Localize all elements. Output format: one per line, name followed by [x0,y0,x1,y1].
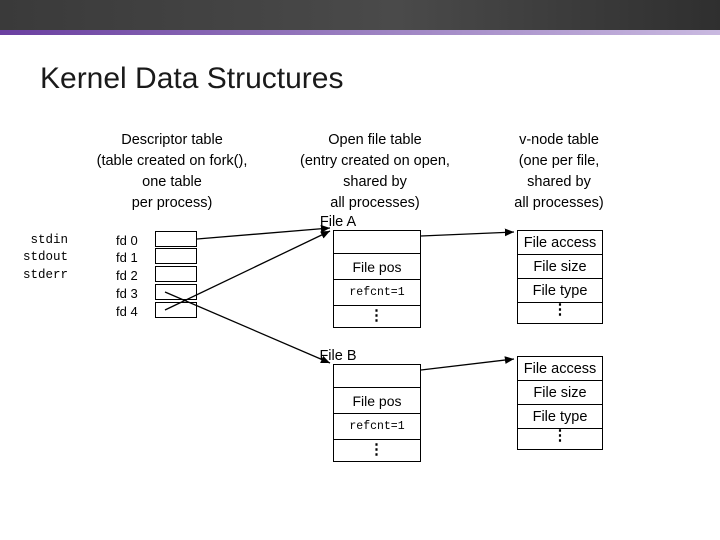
heading-vnode-line4: all processes) [514,195,604,211]
heading-openfile-line1: Open file table [328,132,422,148]
heading-descriptor-line2: (table created on fork(), [96,153,248,169]
heading-vnode-line1: v-node table [519,132,599,148]
arrow-file-a-to-vnode-1 [420,228,515,237]
vnode-1-row-size: File size [518,255,602,279]
heading-descriptor-line3: one table [142,174,202,190]
descriptor-box-fd4 [155,302,197,318]
vnode-2-row-ellipsis: ⋮ [552,427,568,444]
vnode-2-row-access: File access [518,357,602,381]
open-file-b-row-ellipsis: ⋮ [369,441,385,458]
heading-descriptor-line1: Descriptor table [121,132,223,148]
heading-openfile-line4: all processes) [330,195,420,211]
descriptor-box-fd2 [155,266,197,282]
fd-label-1: fd 1 [116,250,138,265]
stream-label-stdin: stdin [30,233,68,247]
page-title: Kernel Data Structures [40,62,344,95]
descriptor-box-fd0 [155,231,197,247]
vnode-1-row-access: File access [518,231,602,255]
heading-descriptor-line4: per process) [131,195,213,211]
heading-vnode-line3: shared by [527,174,591,190]
open-file-entry-b: File pos refcnt=1 ⋮ [333,364,421,462]
heading-descriptor-table: Descriptor table (table created on fork(… [60,130,284,214]
heading-vnode-table: v-node table (one per file, shared by al… [474,130,644,214]
fd-label-0: fd 0 [116,233,138,248]
decorative-accent-bar [0,30,720,35]
heading-vnode-line2: (one per file, [518,153,600,169]
open-file-a-row-filepos: File pos [334,254,420,280]
descriptor-box-fd3 [155,284,197,300]
stream-label-stderr: stderr [22,268,68,282]
arrow-file-b-to-vnode-2 [420,356,515,371]
open-file-b-row-blank [334,365,420,388]
open-file-entry-a: File pos refcnt=1 ⋮ [333,230,421,328]
vnode-entry-1: File access File size File type ⋮ [517,230,603,324]
heading-openfile-line3: shared by [343,174,407,190]
vnode-entry-2: File access File size File type ⋮ [517,356,603,450]
decorative-header-bar [0,0,720,30]
fd-label-2: fd 2 [116,268,138,283]
heading-open-file-table: Open file table (entry created on open, … [282,130,468,214]
open-file-a-title: File A [319,214,357,230]
descriptor-box-fd1 [155,248,197,264]
open-file-b-title: File B [319,348,357,364]
stream-label-stdout: stdout [22,250,68,264]
open-file-a-row-refcnt: refcnt=1 [334,280,420,306]
vnode-2-row-size: File size [518,381,602,405]
open-file-a-row-ellipsis: ⋮ [369,307,385,324]
open-file-a-row-blank [334,231,420,254]
open-file-b-row-filepos: File pos [334,388,420,414]
fd-label-3: fd 3 [116,286,138,301]
vnode-2-row-type: File type [518,405,602,429]
open-file-b-row-refcnt: refcnt=1 [334,414,420,440]
fd-label-4: fd 4 [116,304,138,319]
vnode-1-row-ellipsis: ⋮ [552,301,568,318]
vnode-1-row-type: File type [518,279,602,303]
heading-openfile-line2: (entry created on open, [300,153,450,169]
